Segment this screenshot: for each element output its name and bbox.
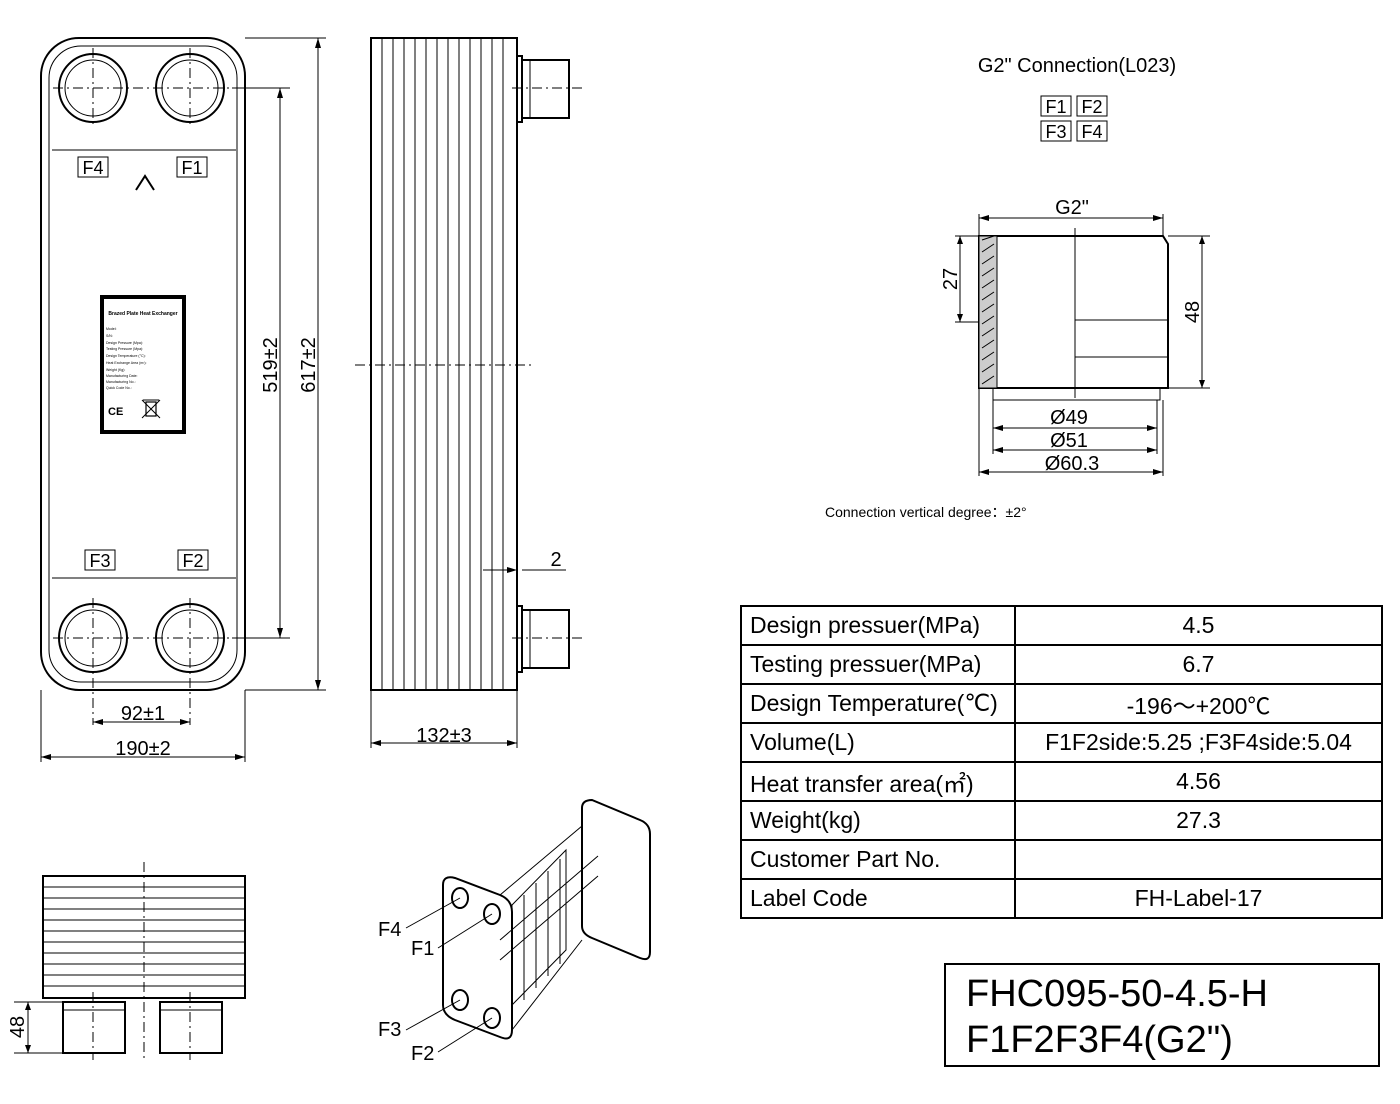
dim-gap-2: 2 <box>550 549 561 571</box>
row-value: F1F2side:5.25 ;F3F4side:5.04 <box>1014 722 1383 763</box>
front-label-f4: F4 <box>82 158 103 178</box>
front-label-f1: F1 <box>181 158 202 178</box>
conn-grid-f1: F1 <box>1045 97 1066 117</box>
connection-note: Connection vertical degree：±2° <box>825 504 1027 520</box>
nameplate-row: Manufacturing No.: <box>106 380 136 384</box>
front-label-f3: F3 <box>89 551 110 571</box>
nameplate-row: S/N: <box>106 334 113 338</box>
iso-label-f1: F1 <box>411 938 434 960</box>
bottom-view: 48 <box>7 862 246 1060</box>
dim-132: 132±3 <box>416 725 471 747</box>
connection-title: G2" Connection(L023) <box>978 55 1176 77</box>
nameplate-row: Quick Code No.: <box>106 386 132 390</box>
row-label: Label Code <box>740 878 1016 919</box>
row-value: 4.56 <box>1014 761 1383 802</box>
row-label: Volume(L) <box>740 722 1016 763</box>
nameplate-title: Brazed Plate Heat Exchanger <box>108 311 177 317</box>
nameplate-row: Heat Exchange Area (m²): <box>106 361 146 365</box>
table-row: Heat transfer area(㎡)4.56 <box>740 761 1383 802</box>
row-label: Design pressuer(MPa) <box>740 605 1016 646</box>
table-row: Customer Part No. <box>740 839 1383 880</box>
front-view: F4 F1 F3 F2 Brazed Plate Heat Exchanger … <box>40 37 326 762</box>
row-label: Testing pressuer(MPa) <box>740 644 1016 685</box>
row-value: FH-Label-17 <box>1014 878 1383 919</box>
dim-92: 92±1 <box>121 703 165 725</box>
flow-arrow-icon <box>135 174 155 191</box>
isometric-view: F4 F1 F3 F2 <box>378 798 651 1065</box>
row-label: Weight(kg) <box>740 800 1016 841</box>
nameplate: Brazed Plate Heat Exchanger Model: S/N: … <box>100 295 186 434</box>
table-row: Volume(L)F1F2side:5.25 ;F3F4side:5.04 <box>740 722 1383 763</box>
row-value: 4.5 <box>1014 605 1383 646</box>
conn-grid-f3: F3 <box>1045 122 1066 142</box>
dim-190: 190±2 <box>115 738 170 760</box>
model-box: FHC095-50-4.5-H F1F2F3F4(G2") <box>944 963 1380 1067</box>
iso-label-f3: F3 <box>378 1019 401 1041</box>
side-view: 2 132±3 <box>355 37 582 748</box>
nameplate-row: Model: <box>106 327 117 331</box>
row-value: -196～+200℃ <box>1014 683 1383 724</box>
dim-519: 519±2 <box>260 337 282 392</box>
conn-grid-f2: F2 <box>1081 97 1102 117</box>
dim-48: 48 <box>1182 301 1204 323</box>
nameplate-row: Manufacturing Date: <box>106 374 138 378</box>
row-value: 6.7 <box>1014 644 1383 685</box>
row-label: Heat transfer area(㎡) <box>740 761 1016 802</box>
dim-d51: Ø51 <box>1050 430 1088 452</box>
conn-grid-f4: F4 <box>1081 122 1102 142</box>
nameplate-row: Testing Pressure (Mpa): <box>106 347 143 351</box>
dim-27: 27 <box>940 268 962 290</box>
dim-bottom-48: 48 <box>7 1016 29 1038</box>
table-row: Design pressuer(MPa)4.5 <box>740 605 1383 646</box>
dim-617: 617±2 <box>298 337 320 392</box>
nameplate-row: Weight (Kg): <box>106 368 125 372</box>
model-line-2: F1F2F3F4(G2") <box>966 1019 1233 1061</box>
table-row: Weight(kg)27.3 <box>740 800 1383 841</box>
disposal-bin-icon <box>141 399 161 419</box>
ce-mark-icon: CE <box>108 406 123 418</box>
connection-detail: G2" Connection(L023) F1 F2 F3 F4 G2" 27 … <box>825 55 1210 520</box>
row-label: Design Temperature(℃) <box>740 683 1016 724</box>
model-line-1: FHC095-50-4.5-H <box>966 973 1268 1015</box>
iso-label-f4: F4 <box>378 919 401 941</box>
dim-d49: Ø49 <box>1050 407 1088 429</box>
spec-table: Design pressuer(MPa)4.5 Testing pressuer… <box>740 605 1383 919</box>
row-label: Customer Part No. <box>740 839 1016 880</box>
front-label-f2: F2 <box>182 551 203 571</box>
dim-thread-g2: G2" <box>1055 197 1089 219</box>
table-row: Design Temperature(℃)-196～+200℃ <box>740 683 1383 724</box>
row-value: 27.3 <box>1014 800 1383 841</box>
nameplate-row: Design Temperature (°C): <box>106 354 146 358</box>
iso-label-f2: F2 <box>411 1043 434 1065</box>
dim-d60-3: Ø60.3 <box>1045 453 1099 475</box>
row-value <box>1014 839 1383 880</box>
nameplate-row: Design Pressure (Mpa): <box>106 341 143 345</box>
table-row: Testing pressuer(MPa)6.7 <box>740 644 1383 685</box>
